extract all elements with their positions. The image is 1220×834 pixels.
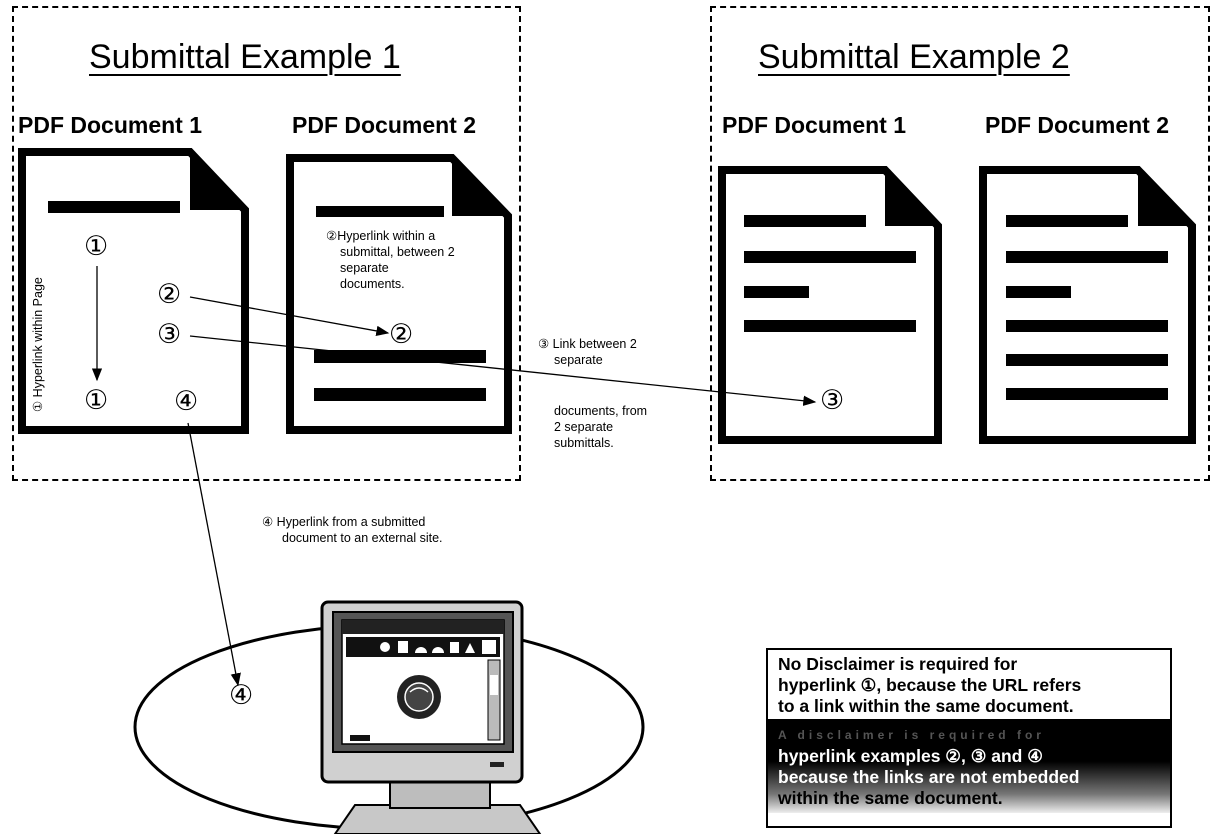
marker-1-bottom: ① <box>84 385 109 416</box>
note-line: ③ Link between 2 <box>538 337 637 351</box>
marker-3-doc1: ③ <box>157 319 182 350</box>
submittal-example-2-title: Submittal Example 2 <box>758 38 1070 76</box>
note-line: separate <box>340 261 389 275</box>
note-line: submittal, between 2 <box>340 245 455 259</box>
disclaimer-line: because the links are not embedded <box>778 767 1080 787</box>
arrow-2-between-docs <box>189 296 390 337</box>
submittal-example-2-box <box>710 6 1210 481</box>
note-line: 2 separate <box>554 420 614 434</box>
example1-doc1-label: PDF Document 1 <box>18 112 203 138</box>
marker-2-doc2: ② <box>389 319 414 350</box>
disclaimer-line: within the same document. <box>778 788 1003 808</box>
hyperlink-within-submittal-note: ②Hyperlink within a submittal, between 2… <box>326 228 455 292</box>
note-line: document to an external site. <box>282 531 443 545</box>
marker-3-example2: ③ <box>820 385 845 416</box>
example1-doc2-label: PDF Document 2 <box>292 112 477 138</box>
example2-doc1-page <box>718 166 942 444</box>
disclaimer-required: A disclaimer is required for hyperlink e… <box>768 719 1170 813</box>
submittal-example-1-box <box>12 6 521 481</box>
note-line: documents. <box>340 277 405 291</box>
submittal-example-1-title: Submittal Example 1 <box>89 38 401 76</box>
example2-doc1-label: PDF Document 1 <box>722 112 907 138</box>
note-line: ④ Hyperlink from a submitted <box>262 515 426 529</box>
link-between-submittals-note-a: ③ Link between 2 separate <box>538 336 637 368</box>
note-line: separate <box>554 353 603 367</box>
computer-monitor <box>320 600 542 834</box>
link-between-submittals-note-b: documents, from 2 separate submittals. <box>554 403 647 451</box>
marker-1-top: ① <box>84 231 109 262</box>
example1-doc2-page <box>286 154 512 434</box>
example2-doc2-label: PDF Document 2 <box>985 112 1170 138</box>
arrow-3-between-submittals <box>189 335 817 406</box>
disclaimer-line: hyperlink examples ②, ③ and ④ <box>778 746 1043 766</box>
marker-4-doc1: ④ <box>174 386 199 417</box>
hyperlink-within-page-note: ① Hyperlink within Page <box>31 277 45 412</box>
example1-doc1-page <box>18 148 249 434</box>
example2-doc2-page <box>979 166 1196 444</box>
note-line: ②Hyperlink within a <box>326 229 436 243</box>
arrow-4-external <box>187 422 241 687</box>
disclaimer-line: hyperlink ①, because the URL refers <box>778 675 1082 695</box>
disclaimer-line: to a link within the same document. <box>778 696 1074 716</box>
external-site-note: ④ Hyperlink from a submitted document to… <box>262 514 443 546</box>
marker-2-doc1: ② <box>157 279 182 310</box>
disclaimer-faint-line: A disclaimer is required for <box>778 728 1045 742</box>
note-line: documents, from <box>554 404 648 418</box>
disclaimer-box: No Disclaimer is required for hyperlink … <box>766 648 1172 828</box>
note-line: submittals. <box>554 436 614 450</box>
disclaimer-line: No Disclaimer is required for <box>778 654 1018 674</box>
marker-4-external: ④ <box>229 680 254 711</box>
disclaimer-not-required: No Disclaimer is required for hyperlink … <box>768 650 1170 717</box>
